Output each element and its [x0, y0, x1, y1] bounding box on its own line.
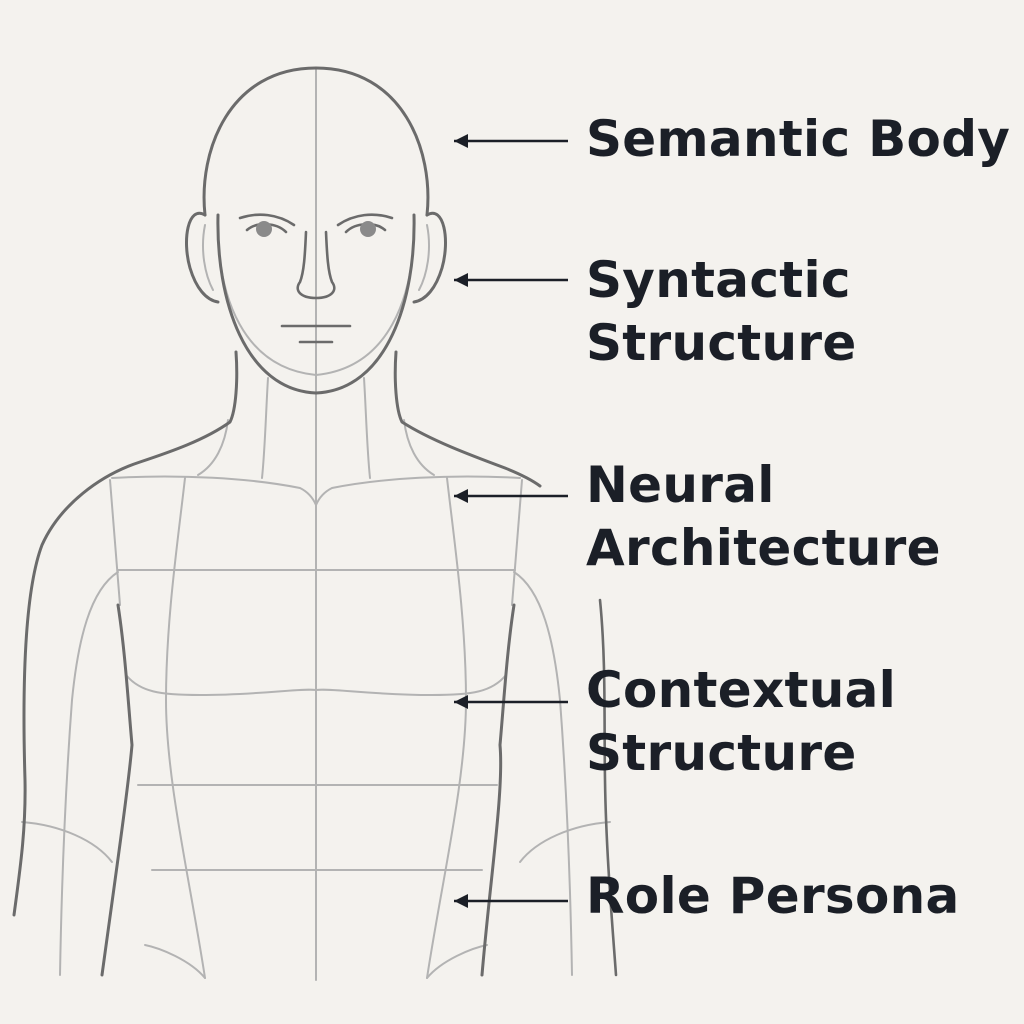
label-line: Semantic Body	[586, 108, 1010, 171]
label-line: Role Persona	[586, 865, 960, 928]
arrow-left-icon	[452, 486, 570, 506]
arrow-left-icon	[452, 131, 570, 151]
label-semantic-body: Semantic Body	[586, 108, 1010, 171]
arrow-left-icon	[452, 692, 570, 712]
left-eye	[256, 221, 272, 237]
label-line: Structure	[586, 722, 896, 785]
label-line: Structure	[586, 312, 857, 375]
label-contextual-structure: Contextual Structure	[586, 659, 896, 785]
label-line: Contextual	[586, 659, 896, 722]
label-line: Neural	[586, 454, 941, 517]
arrow-left-icon	[452, 270, 570, 290]
label-neural-architecture: Neural Architecture	[586, 454, 941, 580]
right-eye	[360, 221, 376, 237]
label-syntactic-structure: Syntactic Structure	[586, 249, 857, 375]
label-role-persona: Role Persona	[586, 865, 960, 928]
arrow-left-icon	[452, 891, 570, 911]
label-line: Architecture	[586, 517, 941, 580]
construction-guides	[22, 68, 610, 980]
label-line: Syntactic	[586, 249, 857, 312]
